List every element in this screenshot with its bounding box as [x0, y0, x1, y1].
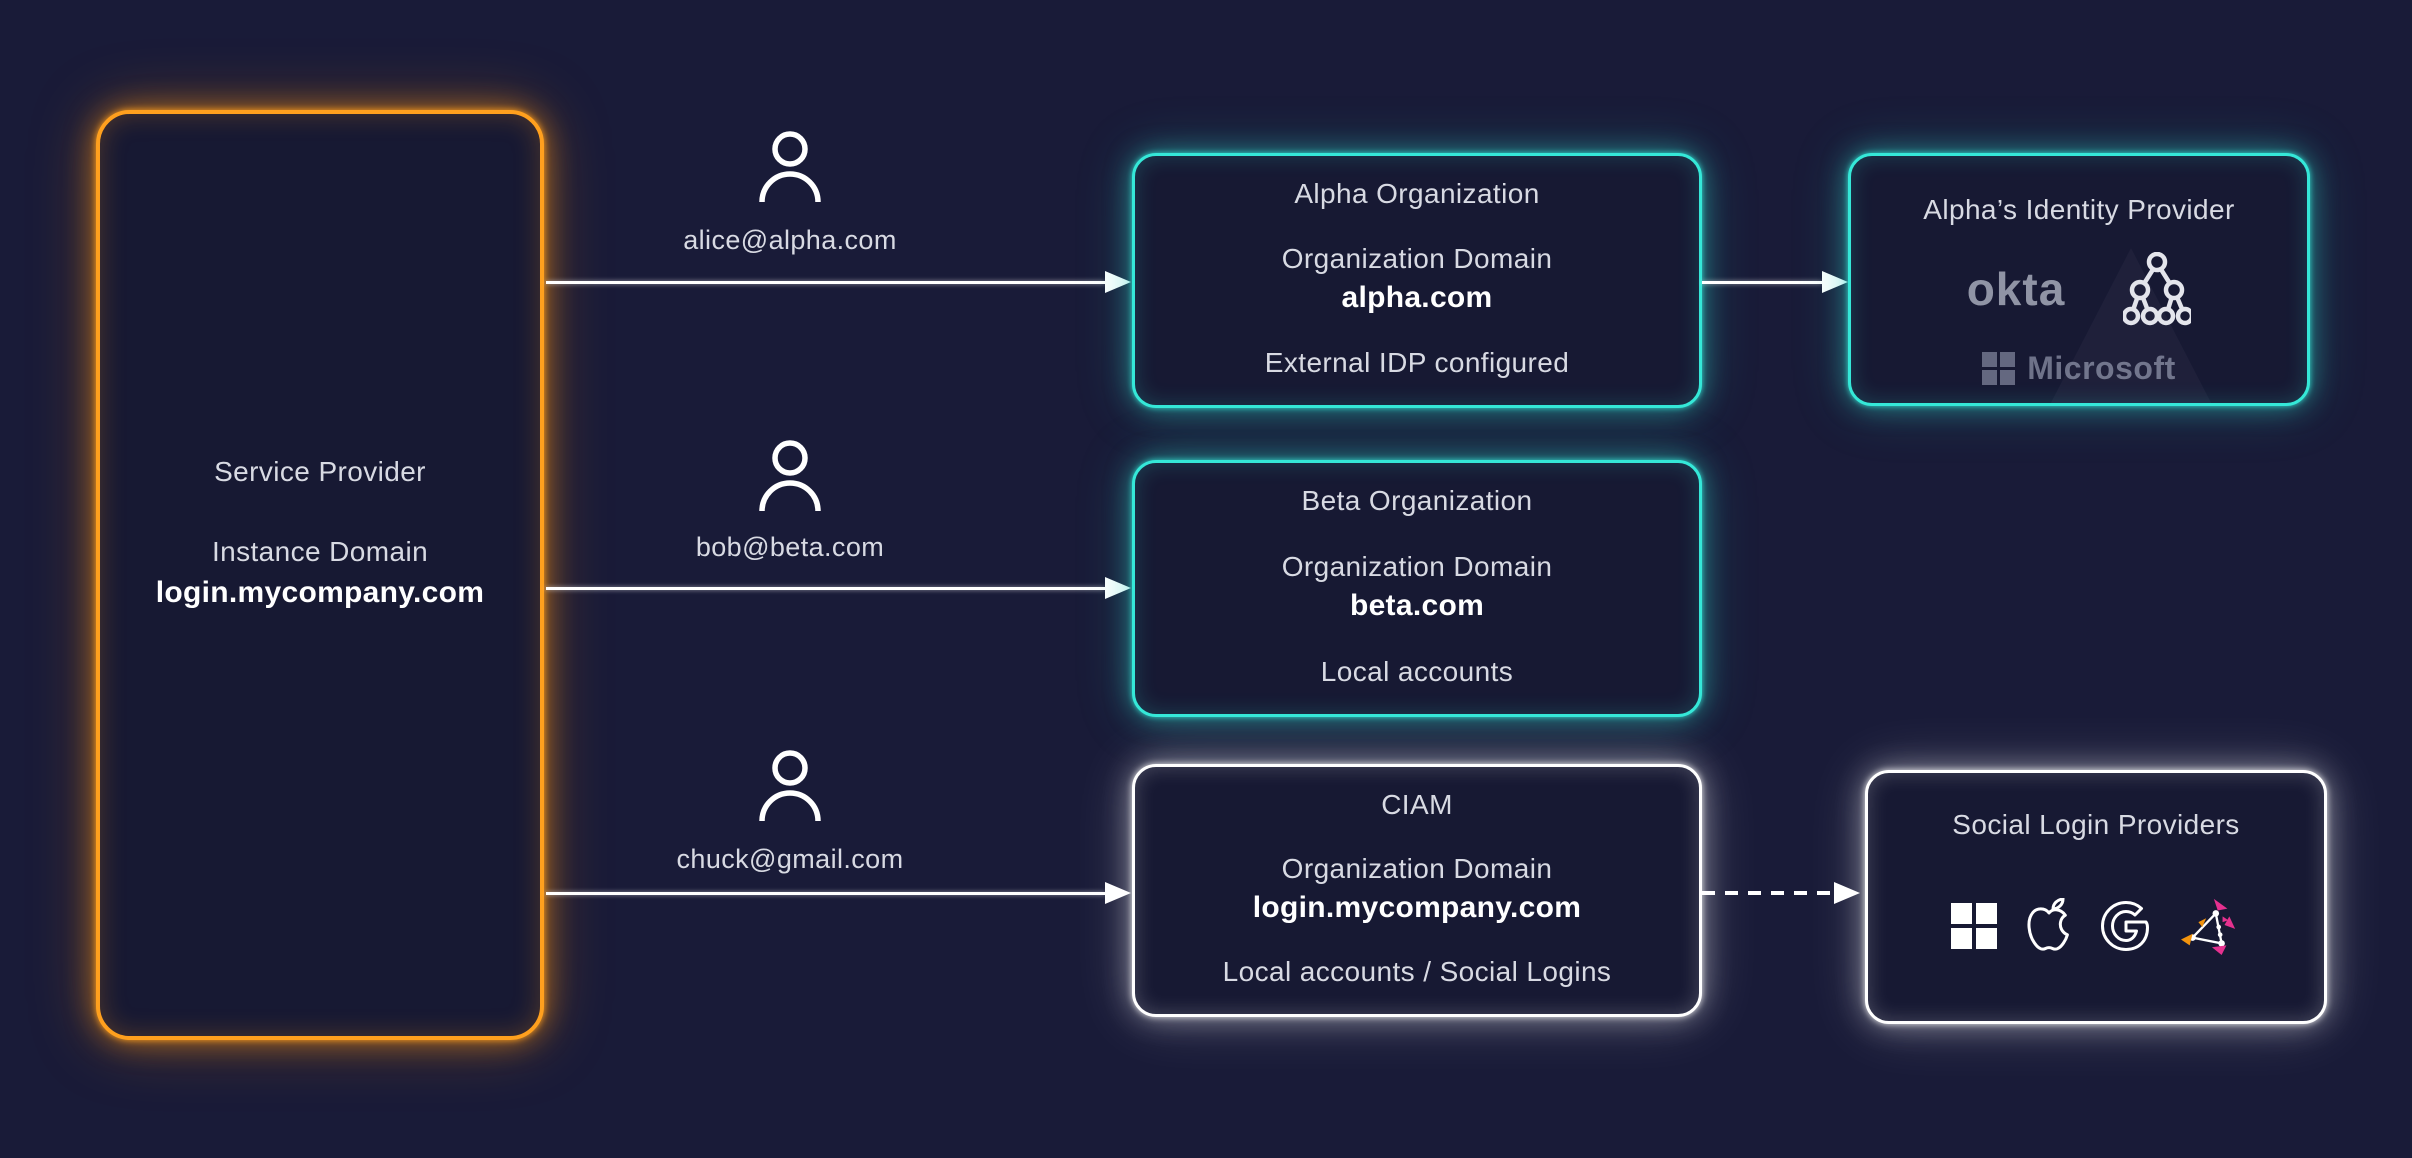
beta-organization-box: Beta Organization Organization Domain be… [1132, 460, 1702, 717]
identity-provider-title: Alpha’s Identity Provider [1923, 194, 2235, 225]
arrowhead-icon [1105, 577, 1131, 599]
user-email: alice@alpha.com [683, 225, 897, 255]
okta-logo: okta [1966, 263, 2066, 315]
google-icon [2101, 901, 2151, 951]
instance-domain-label: Instance Domain [211, 536, 429, 567]
zitadel-icon [2179, 897, 2241, 955]
org-domain-label: Organization Domain [1281, 852, 1553, 884]
org-domain-label: Organization Domain [1281, 242, 1553, 274]
triangle-watermark [1981, 248, 2281, 403]
identity-provider-box: Alpha’s Identity Provider okta [1848, 153, 2310, 406]
user-icon [756, 440, 824, 512]
social-login-box: Social Login Providers [1865, 770, 2327, 1024]
microsoft-logo: Microsoft [1982, 350, 2176, 387]
org-title: CIAM [1381, 789, 1453, 820]
instance-domain-value: login.mycompany.com [155, 576, 485, 609]
arrow-chuck-to-ciam [546, 882, 1131, 904]
org-title: Alpha Organization [1294, 178, 1540, 209]
org-domain-value: beta.com [1349, 588, 1485, 622]
directory-tree-icon [2123, 252, 2192, 326]
ciam-organization-box: CIAM Organization Domain login.mycompany… [1132, 764, 1702, 1017]
user-email: bob@beta.com [695, 532, 885, 562]
alpha-organization-box: Alpha Organization Organization Domain a… [1132, 153, 1702, 408]
user-email: chuck@gmail.com [676, 844, 904, 874]
org-domain-label: Organization Domain [1281, 550, 1553, 582]
user-icon [756, 131, 824, 203]
arrowhead-icon [1105, 882, 1131, 904]
microsoft-wordmark: Microsoft [2027, 350, 2176, 386]
arrow-bob-to-beta [546, 577, 1131, 599]
social-login-title: Social Login Providers [1952, 809, 2240, 840]
arrow-alpha-to-idp [1702, 271, 1848, 293]
microsoft-squares-icon [1982, 352, 2016, 385]
user-icon [756, 750, 824, 822]
arrow-ciam-to-social-dashed [1702, 882, 1860, 904]
arrowhead-icon [1834, 882, 1860, 904]
microsoft-icon [1951, 903, 1997, 949]
service-provider-text: Service Provider Instance Domain login.m… [100, 72, 540, 994]
org-note: Local accounts / Social Logins [1222, 956, 1612, 987]
org-domain-value: alpha.com [1341, 280, 1493, 314]
org-domain-value: login.mycompany.com [1252, 890, 1582, 924]
apple-icon [2025, 898, 2073, 954]
org-title: Beta Organization [1301, 485, 1533, 516]
arrowhead-icon [1822, 271, 1848, 293]
org-note: External IDP configured [1264, 347, 1570, 378]
arrow-alice-to-alpha [546, 271, 1131, 293]
arrowhead-icon [1105, 271, 1131, 293]
org-note: Local accounts [1320, 656, 1514, 687]
service-provider-box: Service Provider Instance Domain login.m… [96, 110, 544, 1040]
service-provider-title: Service Provider [214, 456, 426, 487]
